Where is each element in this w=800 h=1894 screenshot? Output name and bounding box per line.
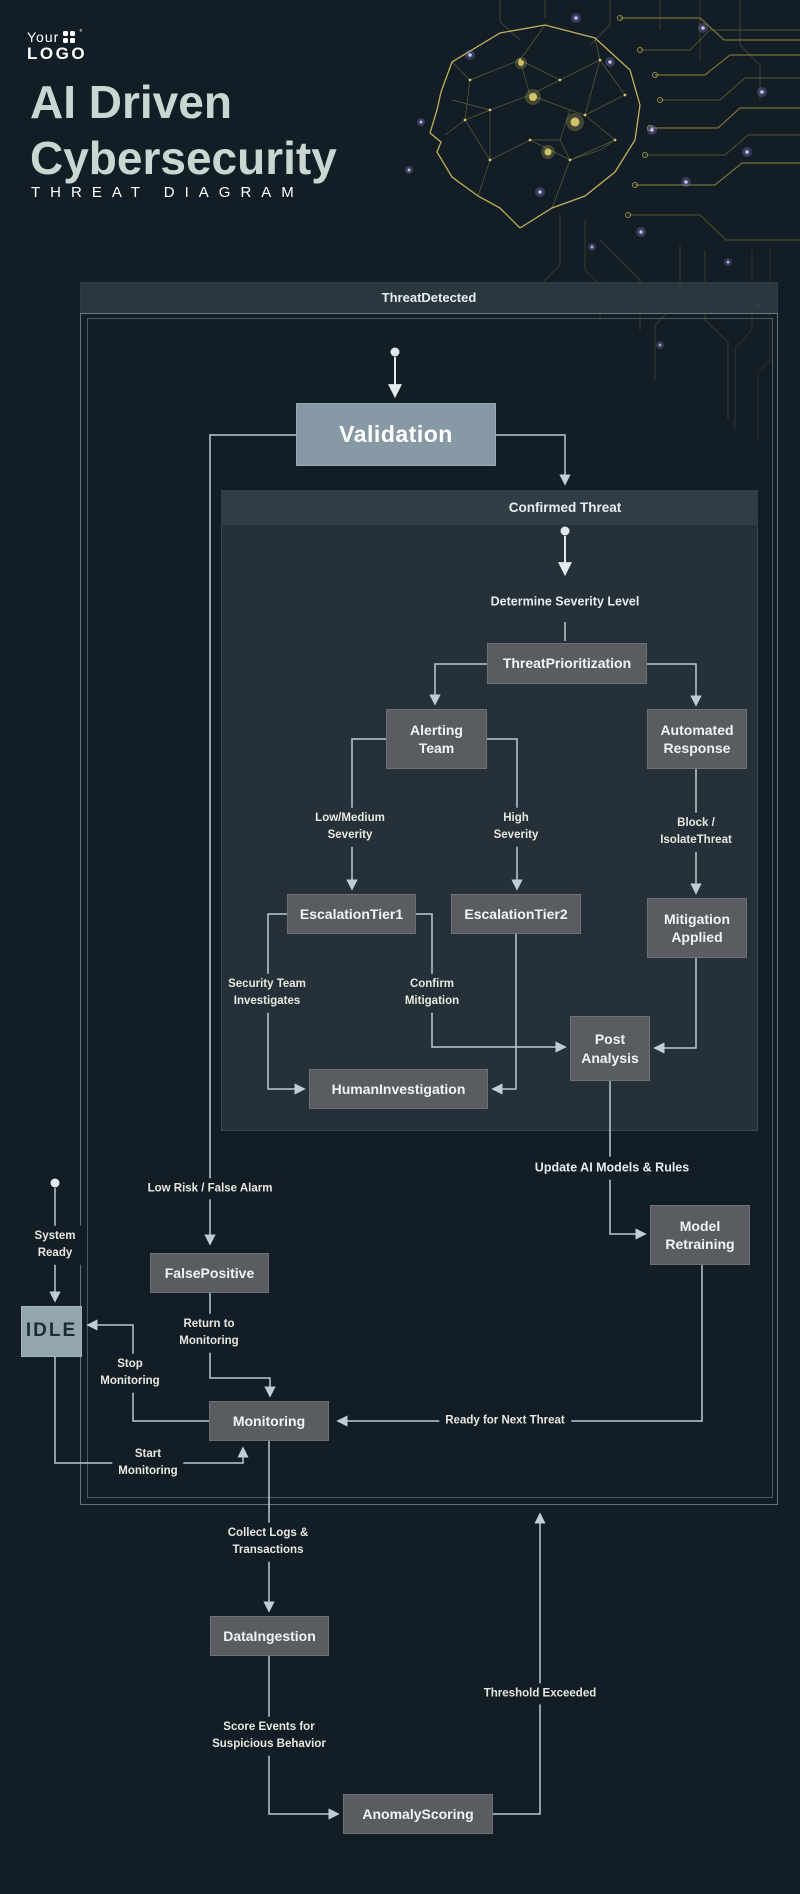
- node-automated-response: Automated Response: [647, 709, 747, 769]
- label-high-severity: High Severity: [487, 807, 545, 847]
- label-update-ai-models: Update AI Models & Rules: [528, 1156, 696, 1180]
- page-title: AI Driven Cybersecurity: [30, 74, 337, 186]
- logo: Your ° LOGO: [27, 28, 88, 63]
- start-dot-system: [50, 1178, 60, 1188]
- label-score-events: Score Events for Suspicious Behavior: [206, 1716, 332, 1756]
- node-monitoring: Monitoring: [209, 1401, 329, 1441]
- threat-detected-title: ThreatDetected: [80, 282, 778, 314]
- label-security-team: Security Team Investigates: [222, 973, 312, 1013]
- label-system-ready: System Ready: [28, 1225, 82, 1265]
- confirmed-threat-title: Confirmed Threat: [508, 500, 622, 515]
- confirmed-threat-titlebar: [221, 490, 758, 525]
- page-title-line2: Cybersecurity: [30, 132, 337, 184]
- threat-detected-inner-border: [87, 318, 773, 1498]
- node-validation: Validation: [296, 403, 496, 466]
- node-data-ingestion: DataIngestion: [210, 1616, 329, 1656]
- node-alerting-team: Alerting Team: [386, 709, 487, 769]
- node-threat-prioritization: ThreatPrioritization: [487, 643, 647, 684]
- label-threshold-exceeded: Threshold Exceeded: [477, 1683, 603, 1705]
- logo-degree-mark: °: [79, 28, 84, 38]
- label-confirm-mitigation: Confirm Mitigation: [398, 973, 466, 1013]
- node-escalation-tier1: EscalationTier1: [287, 894, 416, 934]
- label-ready-next-threat: Ready for Next Threat: [439, 1410, 571, 1432]
- node-idle: IDLE: [21, 1306, 82, 1357]
- label-block-isolate: Block / IsolateThreat: [654, 812, 738, 852]
- node-anomaly-scoring: AnomalyScoring: [343, 1794, 493, 1834]
- node-post-analysis: Post Analysis: [570, 1016, 650, 1081]
- logo-text-bottom: LOGO: [27, 43, 88, 63]
- logo-text-top: Your: [27, 29, 60, 45]
- page-subtitle: THREAT DIAGRAM: [31, 184, 304, 201]
- label-low-medium-severity: Low/Medium Severity: [309, 807, 391, 847]
- label-stop-monitoring: Stop Monitoring: [94, 1353, 166, 1393]
- node-false-positive: FalsePositive: [150, 1253, 269, 1293]
- node-mitigation-applied: Mitigation Applied: [647, 898, 747, 958]
- node-escalation-tier2: EscalationTier2: [451, 894, 581, 934]
- label-return-to-monitoring: Return to Monitoring: [173, 1313, 245, 1353]
- edge-scoring-to-threatdetected: [493, 1512, 546, 1815]
- page-title-line1: AI Driven: [30, 76, 232, 128]
- label-start-monitoring: Start Monitoring: [112, 1443, 184, 1483]
- node-model-retraining: Model Retraining: [650, 1205, 750, 1265]
- label-determine-severity: Determine Severity Level: [484, 590, 646, 614]
- logo-mark-icon: [63, 31, 76, 44]
- label-collect-logs: Collect Logs & Transactions: [221, 1522, 315, 1562]
- label-low-risk: Low Risk / False Alarm: [141, 1178, 279, 1200]
- node-human-investigation: HumanInvestigation: [309, 1069, 488, 1109]
